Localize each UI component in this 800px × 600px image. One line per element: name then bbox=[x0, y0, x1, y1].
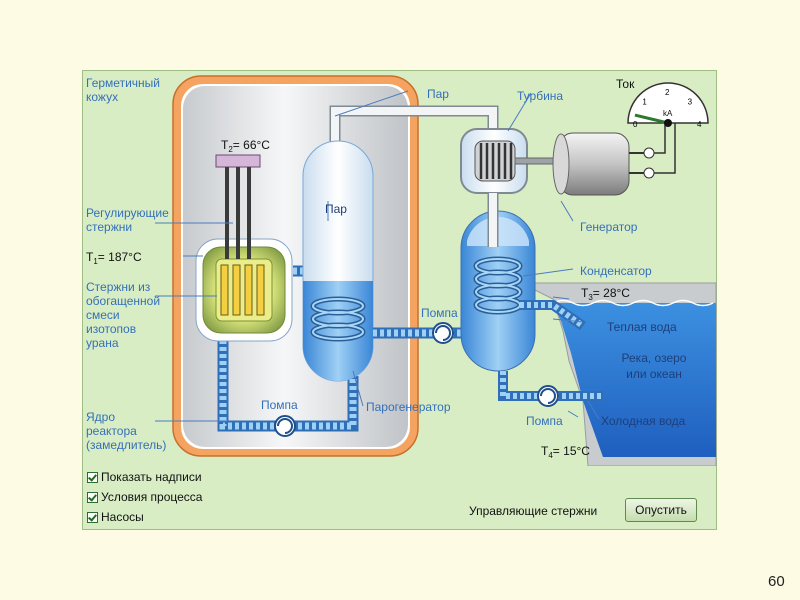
label-pump-cooling: Помпа bbox=[526, 414, 563, 428]
label-cold-water: Холодная вода bbox=[601, 414, 686, 428]
turbine bbox=[460, 128, 562, 194]
generator bbox=[552, 123, 676, 196]
meter-tick-label: 2 bbox=[665, 88, 670, 97]
control-rods bbox=[215, 154, 261, 259]
process-conditions-checkbox[interactable]: Условия процесса bbox=[87, 488, 202, 506]
page-number: 60 bbox=[768, 573, 785, 590]
label-pump-secondary: Помпа bbox=[421, 306, 458, 320]
reactor-diagram: Ток 0 1 2 3 4 kA bbox=[86, 75, 717, 466]
checkbox-label: Условия процесса bbox=[101, 490, 203, 504]
temp-t4: T4= 15°C bbox=[541, 444, 590, 460]
pump-cooling-icon bbox=[537, 385, 559, 407]
lower-rods-button[interactable]: Опустить bbox=[625, 498, 697, 522]
ammeter-gauge: Ток 0 1 2 3 4 kA bbox=[616, 77, 709, 129]
label-generator: Генератор bbox=[580, 220, 638, 234]
show-labels-checkbox[interactable]: Показать надписи bbox=[87, 468, 202, 486]
temp-t1: T1= 187°C bbox=[86, 250, 142, 266]
checkbox-label: Насосы bbox=[101, 510, 144, 524]
steam-pipe bbox=[329, 105, 499, 149]
checkbox-check-icon[interactable] bbox=[87, 471, 98, 483]
meter-title: Ток bbox=[616, 77, 635, 91]
meter-tick-label: 4 bbox=[697, 120, 702, 129]
checkbox-label: Показать надписи bbox=[101, 470, 202, 484]
meter-unit: kA bbox=[663, 109, 673, 118]
meter-tick-label: 1 bbox=[642, 97, 647, 106]
checkbox-check-icon[interactable] bbox=[87, 491, 98, 503]
pump-primary-icon bbox=[274, 415, 296, 437]
label-pump-primary: Помпа bbox=[261, 398, 298, 412]
cooling-loop bbox=[498, 300, 603, 401]
control-rods-label: Управляющие стержни bbox=[469, 504, 598, 518]
reactor-core bbox=[195, 238, 293, 342]
pumps-checkbox[interactable]: Насосы bbox=[87, 508, 144, 526]
label-steam-generator: Парогенератор bbox=[366, 400, 451, 414]
meter-tick-label: 0 bbox=[633, 120, 638, 129]
temp-t3: T3= 28°C bbox=[581, 286, 630, 302]
label-steam-inside: Пар bbox=[325, 202, 347, 216]
leader-lines bbox=[155, 90, 600, 422]
controls-bar: Показать надписи Условия процесса Насосы… bbox=[83, 466, 716, 529]
checkbox-check-icon[interactable] bbox=[87, 511, 98, 523]
meter-tick-label: 3 bbox=[688, 97, 693, 106]
steam-generator bbox=[302, 140, 374, 382]
meter-needle bbox=[634, 113, 669, 125]
label-turbine: Турбина bbox=[517, 89, 563, 103]
label-steam-top: Пар bbox=[427, 87, 449, 101]
meter-scale: 0 1 2 3 4 bbox=[633, 88, 702, 129]
label-warm-water: Теплая вода bbox=[607, 320, 677, 334]
label-condenser: Конденсатор bbox=[580, 264, 652, 278]
temp-t2: T2= 66°C bbox=[221, 138, 270, 154]
river-water bbox=[552, 299, 716, 457]
condenser bbox=[460, 193, 536, 372]
simulation-panel: Ток 0 1 2 3 4 kA bbox=[82, 70, 717, 530]
pump-secondary-icon bbox=[432, 322, 454, 344]
